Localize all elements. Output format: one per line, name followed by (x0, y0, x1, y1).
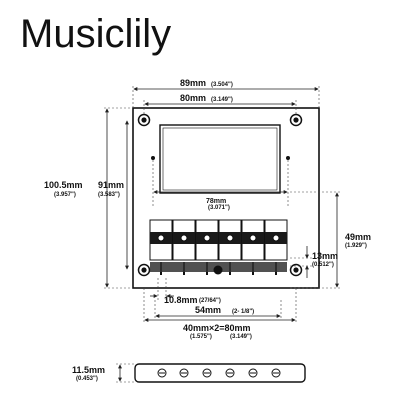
cutout-screw-left-icon (151, 156, 155, 160)
dim-overall-width-mm: 89mm (180, 78, 206, 88)
dim-side-length-mm: 49mm (345, 232, 371, 242)
dim-screw-spacing-inch-a: (1.575") (190, 334, 212, 340)
dim-saddle-offset-mm: 13mm (312, 251, 338, 261)
dim-overall-length-inch: (3.957") (54, 192, 76, 198)
dim-plate-height-inch: (0.453") (76, 376, 98, 382)
saddle (195, 219, 219, 275)
dim-overall-length-mm: 100.5mm (44, 180, 83, 190)
center-screw-icon (213, 265, 223, 275)
dim-side-length-inch: (1.929") (345, 243, 367, 249)
side-screw-icon (157, 368, 167, 378)
saddle (241, 219, 265, 275)
dim-cutout-width-inch: (3.071") (208, 205, 230, 211)
dim-cutout-width-mm: 78mm (206, 198, 226, 205)
dim-saddle-offset-inch: (0.512") (312, 262, 334, 268)
mount-hole-top-right-icon (289, 113, 303, 127)
dim-saddle-width-inch: (27/64") (199, 298, 221, 304)
dim-mount-length-mm: 91mm (98, 180, 124, 190)
dim-overall-width-inch: (3.504") (211, 82, 233, 88)
saddle-group (149, 219, 288, 275)
dim-saddle-width-mm: 10.8mm (164, 295, 198, 305)
dim-screw-spacing-inch-b: (3.149") (230, 334, 252, 340)
side-screw-icon (179, 368, 189, 378)
cutout-screw-right-icon (286, 156, 290, 160)
saddle (264, 219, 288, 275)
mount-hole-bottom-left-icon (137, 263, 151, 277)
pickup-cutout (159, 124, 281, 194)
dim-mount-length-inch: (3.583") (98, 192, 120, 198)
mount-hole-bottom-right-icon (289, 263, 303, 277)
mount-hole-top-left-icon (137, 113, 151, 127)
dim-screw-spacing-mm: 40mm×2=80mm (183, 323, 251, 333)
side-screw-icon (271, 368, 281, 378)
dim-string-span-mm: 54mm (195, 305, 221, 315)
dim-mount-width-mm: 80mm (180, 93, 206, 103)
dim-plate-height-mm: 11.5mm (72, 365, 105, 375)
brand-title: Musiclily (20, 12, 172, 56)
dim-string-span-inch: (2- 1/8") (232, 309, 254, 315)
side-screw-icon (225, 368, 235, 378)
dim-mount-width-inch: (3.149") (211, 97, 233, 103)
side-screw-icon (202, 368, 212, 378)
side-screw-icon (248, 368, 258, 378)
side-view-plate (134, 363, 306, 383)
